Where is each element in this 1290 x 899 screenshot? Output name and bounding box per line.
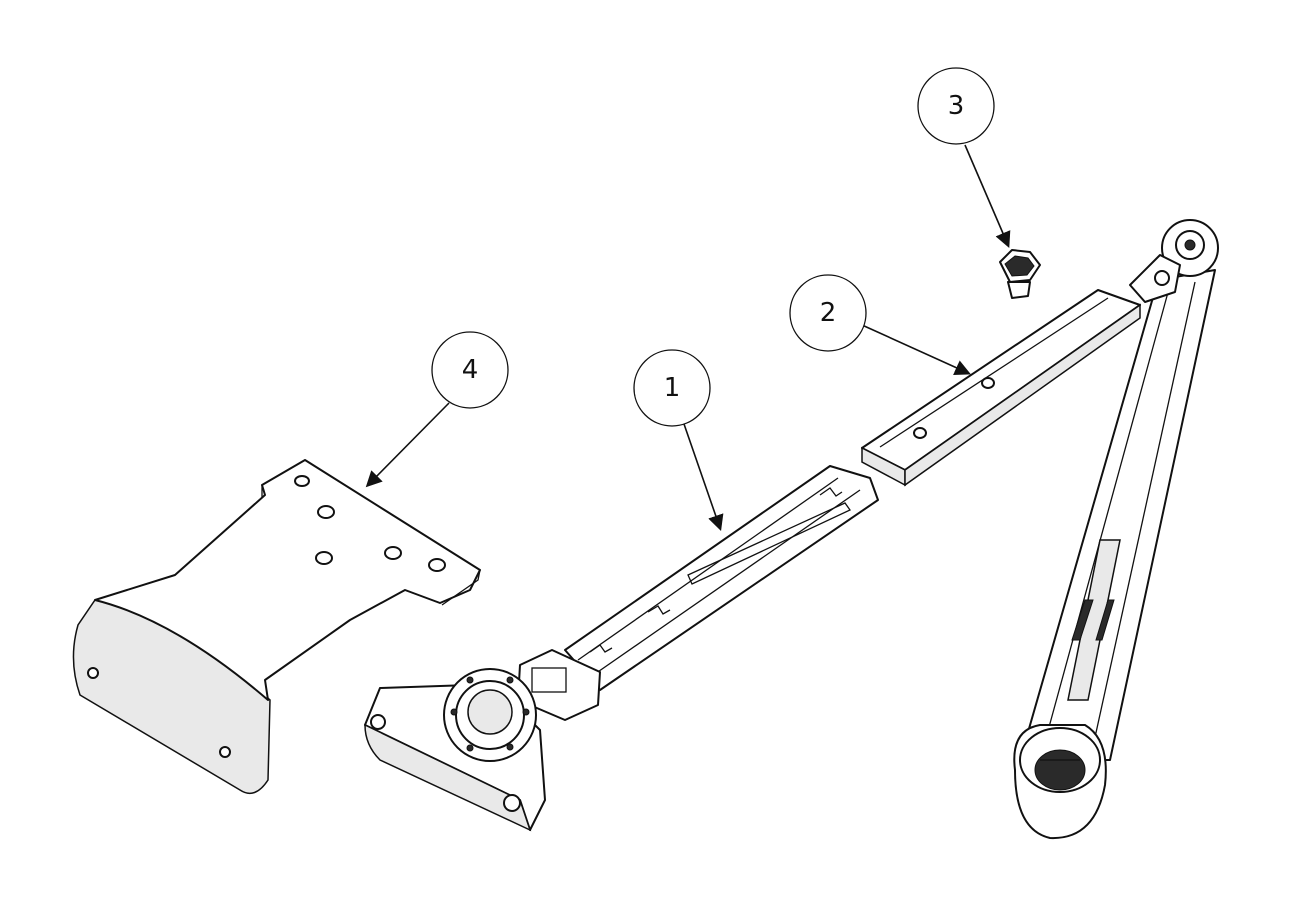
part-2-arm-extension bbox=[861, 289, 1141, 487]
callout-2-leader bbox=[861, 324, 971, 376]
callout-4-leader bbox=[365, 402, 450, 488]
callout-1-leader bbox=[683, 423, 724, 532]
part-1-adjustable-arm bbox=[364, 465, 879, 832]
part-4-mounting-plate bbox=[72, 459, 481, 795]
main-arm bbox=[1013, 219, 1219, 840]
part-3-hex-nut bbox=[999, 249, 1041, 299]
callout-4: 4 bbox=[431, 331, 509, 409]
callout-1: 1 bbox=[633, 349, 711, 427]
callout-3-label: 3 bbox=[948, 91, 965, 121]
callout-3-leader bbox=[964, 144, 1011, 248]
callout-3: 3 bbox=[917, 67, 995, 145]
callout-2-label: 2 bbox=[820, 298, 837, 328]
callout-2: 2 bbox=[789, 274, 867, 352]
callout-1-label: 1 bbox=[664, 373, 681, 403]
callout-4-label: 4 bbox=[462, 355, 479, 385]
